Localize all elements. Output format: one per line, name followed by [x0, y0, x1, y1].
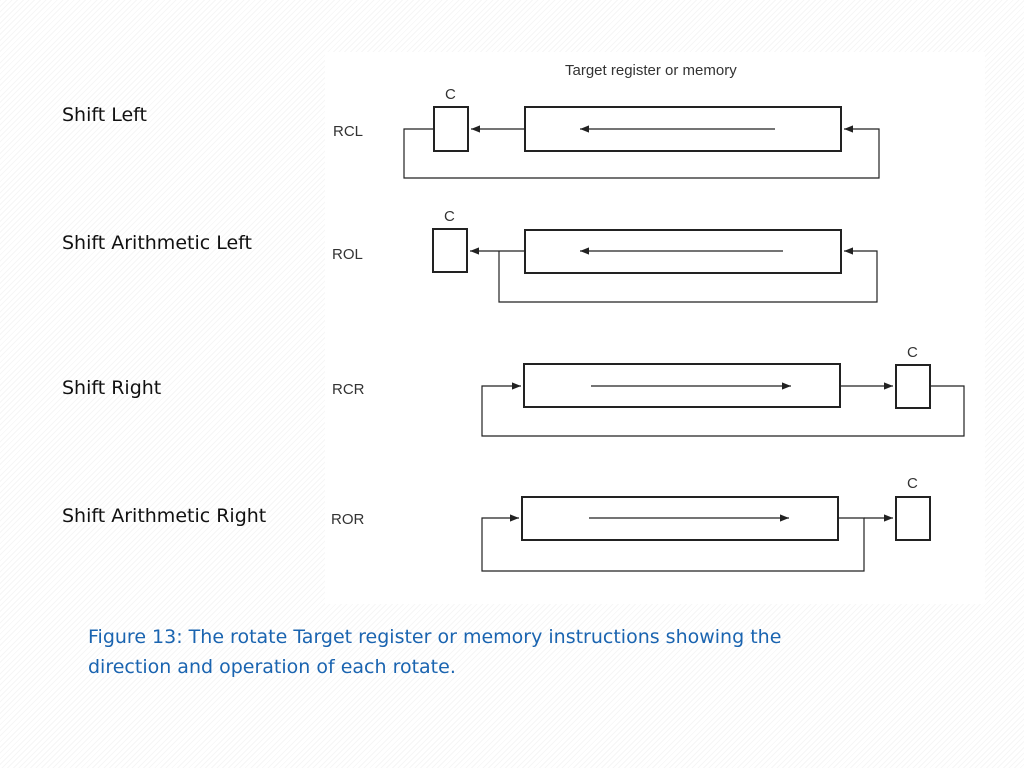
carry-box-rcl	[433, 106, 469, 152]
carry-label-rcr: C	[907, 344, 918, 361]
rotate-diagram-svg: Target register or memory RCL C ROL C RC…	[331, 62, 965, 572]
carry-box-rol	[432, 228, 468, 273]
carry-label-ror: C	[907, 475, 918, 492]
feedback-path-rcl	[403, 125, 880, 179]
row-ror: ROR C	[331, 475, 931, 572]
row-rcl: RCL C	[333, 86, 880, 179]
carry-label-rcl: C	[445, 86, 456, 103]
mnemonic-rcr: RCR	[332, 381, 365, 398]
label-shift-arithmetic-left: Shift Arithmetic Left	[62, 232, 252, 254]
mnemonic-rcl: RCL	[333, 123, 363, 140]
feedback-path-rol	[498, 247, 878, 303]
diagram-heading: Target register or memory	[565, 62, 737, 79]
mnemonic-ror: ROR	[331, 511, 365, 528]
label-shift-left: Shift Left	[62, 104, 147, 126]
caption-line-2: direction and operation of each rotate.	[88, 656, 456, 678]
caption-line-1: Figure 13: The rotate Target register or…	[88, 626, 782, 648]
label-shift-arithmetic-right: Shift Arithmetic Right	[62, 505, 267, 527]
carry-box-ror	[895, 496, 931, 541]
row-rol: ROL C	[332, 208, 878, 303]
label-shift-right: Shift Right	[62, 377, 162, 399]
mnemonic-rol: ROL	[332, 246, 363, 263]
rotate-diagram: Target register or memory RCL C ROL C RC…	[325, 52, 985, 604]
feedback-path-rcr	[481, 382, 965, 437]
carry-label-rol: C	[444, 208, 455, 225]
carry-box-rcr	[895, 364, 931, 409]
feedback-path-ror	[481, 514, 865, 572]
figure-caption: Figure 13: The rotate Target register or…	[88, 622, 888, 682]
row-rcr: RCR C	[332, 344, 965, 437]
